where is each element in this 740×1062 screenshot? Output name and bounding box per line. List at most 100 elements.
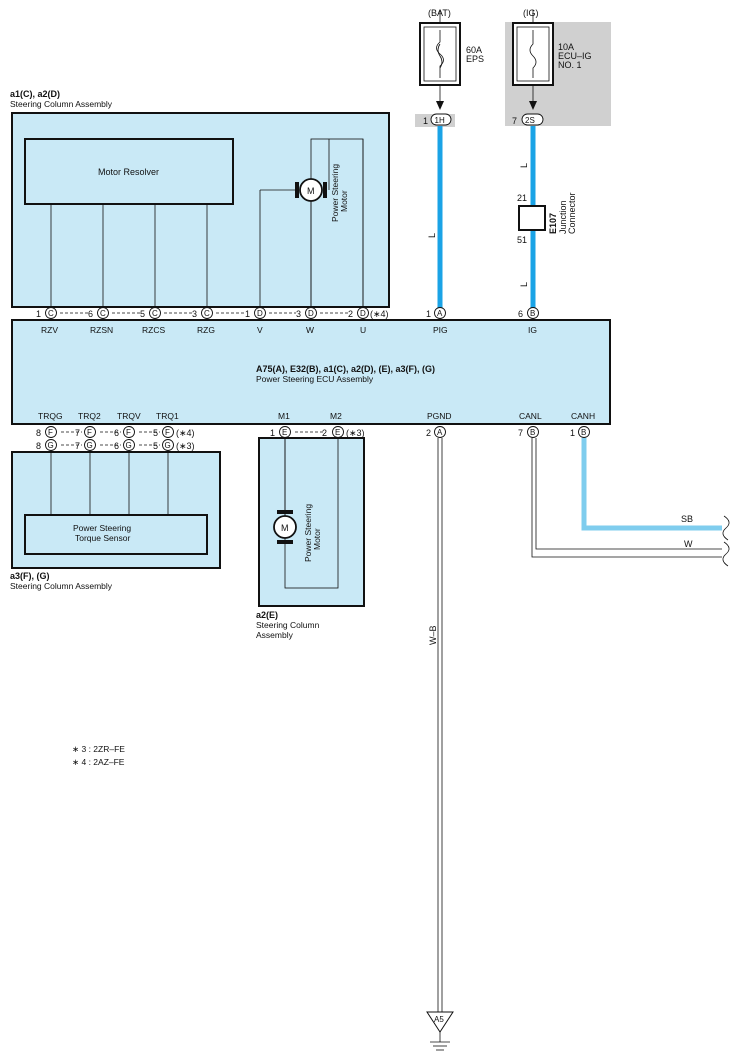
connector-pin-c <box>45 307 57 319</box>
terminal-conn: D <box>308 309 314 318</box>
torque-sensor-label-2: Torque Sensor <box>75 533 130 543</box>
connector-pin-d <box>254 307 266 319</box>
terminal-num: 1 <box>36 309 41 319</box>
pig-num: 1 <box>426 309 431 319</box>
motor-e-code: a2(E) <box>256 610 278 620</box>
terminal-num: 2 <box>348 309 353 319</box>
svg-text:(∗3): (∗3) <box>346 428 365 438</box>
junction-connector-e107 <box>518 205 546 231</box>
svg-text:6: 6 <box>114 441 119 451</box>
arrow-down-icon <box>436 101 444 110</box>
connector-pin-d <box>305 307 317 319</box>
motor-e-label-1: Power Steering <box>303 504 313 562</box>
connector-2s <box>521 113 544 126</box>
svg-text:6: 6 <box>114 428 119 438</box>
svg-text:G: G <box>48 441 54 450</box>
wire-break-icon <box>722 541 730 567</box>
ecu-term-rzcs: RZCS <box>142 325 165 335</box>
motor-symbol-top: M <box>307 186 315 196</box>
ecu-term-m1: M1 <box>278 411 290 421</box>
ig-conn-pin: 7 <box>512 116 517 126</box>
eps-fuse-name: EPS <box>466 54 484 64</box>
ecu-term-canl: CANL <box>519 411 542 421</box>
eps-fuse <box>419 10 461 86</box>
terminal-num: 3 <box>192 309 197 319</box>
svg-text:5: 5 <box>153 428 158 438</box>
arrow-down-icon <box>529 101 537 110</box>
svg-text:1: 1 <box>570 428 575 438</box>
ecu-top-connector-row: 1 C 6 C 5 C 3 C 1 D 3 D 2 D (∗4) 1 A 6 B <box>36 307 539 319</box>
svg-text:7: 7 <box>75 428 80 438</box>
canh-wire-color: SB <box>681 514 693 524</box>
connector-pin-d <box>357 307 369 319</box>
connector-pin-c <box>97 307 109 319</box>
terminal-conn: D <box>257 309 263 318</box>
ig-conn: B <box>530 309 535 318</box>
ecu-ig-fuse-amp: 10A <box>558 42 574 52</box>
svg-text:(∗3): (∗3) <box>176 441 195 451</box>
ecu-term-canh: CANH <box>571 411 595 421</box>
svg-text:(∗4): (∗4) <box>176 428 195 438</box>
ground-code: A5 <box>434 1015 444 1024</box>
ecu-term-rzsn: RZSN <box>90 325 113 335</box>
ground-wire-color: W–B <box>428 625 438 645</box>
ecu-bottom-connector-rows: 8 F 7 F 6 F 5 F (∗4) 8 G 7 G 6 G 5 G (∗3… <box>36 426 590 451</box>
ecu-term-trq2: TRQ2 <box>78 411 101 421</box>
junction-pin-top: 21 <box>517 193 527 203</box>
bat-conn-code: 1H <box>435 116 445 125</box>
ecu-ig-fuse-name-1: ECU–IG <box>558 51 592 61</box>
svg-text:5: 5 <box>153 441 158 451</box>
top-row-note: (∗4) <box>370 309 389 319</box>
ecu-term-pgnd: PGND <box>427 411 452 421</box>
svg-text:8: 8 <box>36 428 41 438</box>
connector-pin-c <box>201 307 213 319</box>
ecu-term-v: V <box>257 325 263 335</box>
ecu-term-w: W <box>306 325 314 335</box>
ecu-term-trqg: TRQG <box>38 411 63 421</box>
torque-sensor-box <box>24 514 208 555</box>
junction-name-1: Junction <box>558 200 568 234</box>
svg-text:B: B <box>581 428 586 437</box>
connector-1h <box>430 113 452 126</box>
connector-pin-c <box>149 307 161 319</box>
bat-conn-pin: 1 <box>423 116 428 126</box>
ecu-term-u: U <box>360 325 366 335</box>
junction-name-2: Connector <box>567 192 577 234</box>
svg-text:F: F <box>48 428 53 437</box>
ecu-ig-fuse-name-2: NO. 1 <box>558 60 582 70</box>
motor-resolver-box <box>24 138 234 205</box>
svg-text:7: 7 <box>75 441 80 451</box>
motor-icon <box>295 178 327 202</box>
connector-pin-a <box>434 307 446 319</box>
motor-resolver-label: Motor Resolver <box>98 167 159 177</box>
ecu-term-trqv: TRQV <box>117 411 141 421</box>
svg-text:A: A <box>437 428 443 437</box>
ig-wire-color-lower: L <box>519 282 529 287</box>
svg-text:F: F <box>126 428 131 437</box>
ig-conn-code: 2S <box>525 116 535 125</box>
motor-e-name-2: Assembly <box>256 630 294 640</box>
ig-wire-color-upper: L <box>519 163 529 168</box>
ecu-ig-fuse <box>512 10 554 86</box>
svg-text:G: G <box>87 441 93 450</box>
motor-top-label-1: Power Steering <box>330 164 340 222</box>
note-2: ∗ 4 : 2AZ–FE <box>72 757 125 767</box>
pig-wire-color: L <box>427 233 437 238</box>
pig-conn: A <box>437 309 443 318</box>
terminal-num: 3 <box>296 309 301 319</box>
terminal-num: 1 <box>245 309 250 319</box>
note-1: ∗ 3 : 2ZR–FE <box>72 744 125 754</box>
ecu-term-m2: M2 <box>330 411 342 421</box>
svg-text:2: 2 <box>322 428 327 438</box>
terminal-conn: C <box>152 309 158 318</box>
ecu-term-rzv: RZV <box>41 325 58 335</box>
motor-e-name-1: Steering Column <box>256 620 320 630</box>
terminal-conn: C <box>48 309 54 318</box>
connector-pin-b <box>527 307 539 319</box>
svg-text:G: G <box>126 441 132 450</box>
terminal-num: 5 <box>140 309 145 319</box>
canl-wire <box>531 438 722 558</box>
svg-text:F: F <box>87 428 92 437</box>
ecu-term-rzg: RZG <box>197 325 215 335</box>
torque-sensor-code: a3(F), (G) <box>10 571 50 581</box>
